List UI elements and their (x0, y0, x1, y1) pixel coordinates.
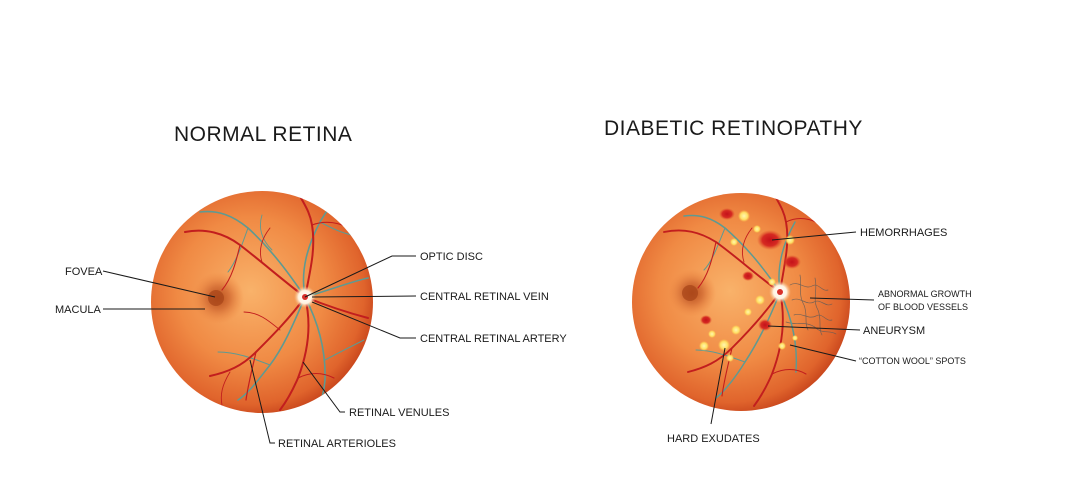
leader-aneurysm (767, 325, 861, 331)
label-hemorrhages: HEMORRHAGES (860, 227, 947, 239)
diabetic-retina-illustration (632, 193, 850, 411)
normal-fovea-spot (208, 290, 224, 306)
leader-central-retinal-artery (311, 301, 416, 339)
leader-retinal-venules (302, 361, 345, 413)
label-hard-exudates: HARD EXUDATES (667, 433, 760, 445)
leader-central-retinal-vein (311, 295, 417, 298)
leader-optic-disc (304, 255, 416, 298)
diabetic-retina-fundus (632, 193, 850, 411)
label-central-retinal-artery: CENTRAL RETINAL ARTERY (420, 333, 567, 345)
hard-exudate-spots (699, 210, 798, 362)
leader-fovea (102, 270, 216, 298)
label-abnormal-growth-line2: OF BLOOD VESSELS (878, 302, 968, 312)
label-cotton-wool-spots: “COTTON WOOL” SPOTS (859, 356, 966, 366)
label-macula: MACULA (55, 304, 102, 316)
normal-retina-title: NORMAL RETINA (174, 123, 352, 146)
label-central-retinal-vein: CENTRAL RETINAL VEIN (420, 291, 549, 303)
diabetic-fovea-spot (682, 285, 698, 301)
label-retinal-arterioles: RETINAL ARTERIOLES (278, 438, 396, 450)
leader-retinal-arterioles (249, 359, 275, 444)
diabetic-retinopathy-title: DIABETIC RETINOPATHY (604, 117, 863, 140)
label-aneurysm: ANEURYSM (863, 325, 925, 337)
diabetic-disc-center (777, 289, 783, 295)
normal-retina-illustration (151, 191, 373, 413)
leader-hard-exudates (710, 347, 726, 425)
label-abnormal-growth-line1: ABNORMAL GROWTH (878, 289, 972, 299)
label-fovea: FOVEA (65, 266, 103, 278)
leader-abnormal-growth (809, 297, 875, 301)
label-retinal-venules: RETINAL VENULES (349, 407, 449, 419)
hemorrhage-spots (700, 208, 801, 331)
leader-hemorrhages (771, 231, 857, 241)
normal-retina-fundus (151, 191, 373, 413)
leader-cotton-wool (789, 344, 857, 362)
label-optic-disc: OPTIC DISC (420, 251, 483, 263)
